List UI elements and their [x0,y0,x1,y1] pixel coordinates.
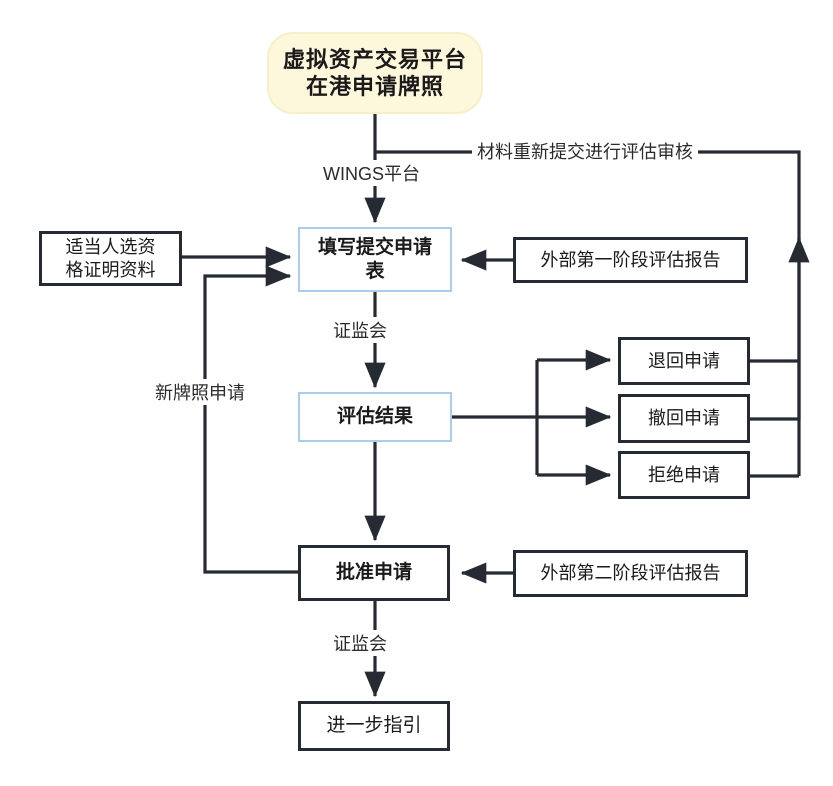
node-assessment-result[interactable]: 评估结果 [298,392,452,442]
node-external-stage2-report[interactable]: 外部第二阶段评估报告 [513,550,748,597]
node-fill-form-line1: 填写提交申请 [317,236,432,258]
node-return-application[interactable]: 退回申请 [618,337,750,385]
node-further-guidance-label: 进一步指引 [326,715,422,737]
node-title-line1: 虚拟资产交易平台 [282,46,467,72]
edge-label-sfc-1: 证监会 [328,317,392,343]
node-assessment-result-label: 评估结果 [336,406,413,428]
node-approve-application-label: 批准申请 [335,562,412,584]
node-external-stage1-report-label: 外部第一阶段评估报告 [540,249,721,270]
edge-newlicense-loop [203,265,298,574]
node-fill-form-line2: 表 [365,260,385,282]
node-withdraw-application-label: 撤回申请 [648,408,720,429]
node-eligibility-docs-line1: 适当人选资 [65,237,156,257]
edge-label-new-license-application: 新牌照申请 [150,379,250,405]
edge-label-resubmit-review: 材料重新提交进行评估审核 [472,138,698,164]
edge-label-sfc-2: 证监会 [328,630,392,656]
node-external-stage1-report[interactable]: 外部第一阶段评估报告 [513,237,748,283]
node-fill-form[interactable]: 填写提交申请 表 [298,227,452,292]
node-reject-application-label: 拒绝申请 [648,464,720,485]
node-title[interactable]: 虚拟资产交易平台 在港申请牌照 [267,32,483,114]
node-further-guidance[interactable]: 进一步指引 [298,701,450,751]
node-external-stage2-report-label: 外部第二阶段评估报告 [540,563,721,584]
node-approve-application[interactable]: 批准申请 [298,545,450,601]
node-withdraw-application[interactable]: 撤回申请 [618,394,750,443]
node-eligibility-docs-line2: 格证明资料 [65,259,156,280]
node-return-application-label: 退回申请 [648,350,720,371]
node-reject-application[interactable]: 拒绝申请 [618,451,750,499]
node-eligibility-docs[interactable]: 适当人选资 格证明资料 [39,231,182,286]
edge-label-wings-platform: WINGS平台 [318,160,425,186]
node-title-line2: 在港申请牌照 [305,74,444,99]
